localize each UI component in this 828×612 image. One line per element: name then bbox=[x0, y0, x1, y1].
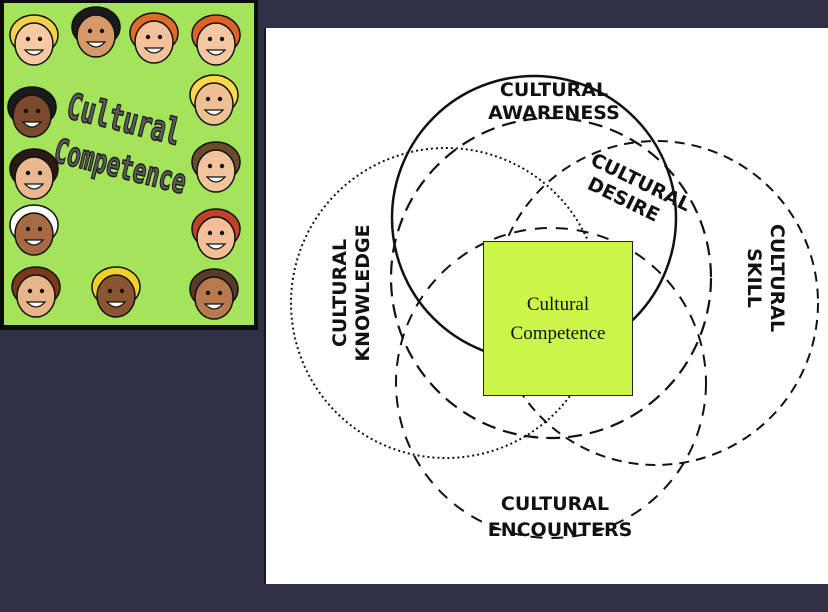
encounters-label-line1: CULTURAL bbox=[501, 493, 609, 515]
center-label-line1: Cultural bbox=[526, 293, 590, 315]
cover-image: Cultural Competence bbox=[0, 0, 258, 330]
face-icon bbox=[191, 208, 241, 260]
face-icon bbox=[11, 266, 61, 318]
face-icon bbox=[9, 204, 59, 256]
cover-panel: Cultural Competence bbox=[4, 3, 254, 325]
skill-label-line2: SKILL bbox=[743, 248, 765, 308]
encounters-circle bbox=[395, 227, 707, 539]
awareness-label-line1: CULTURAL bbox=[500, 79, 608, 101]
face-icon bbox=[7, 86, 57, 138]
desire-circle bbox=[389, 116, 713, 440]
knowledge-label-line2: KNOWLEDGE bbox=[352, 224, 374, 361]
encounters-label-line2: ENCOUNTERS bbox=[488, 519, 633, 541]
awareness-label-line2: AWARENESS bbox=[488, 102, 620, 124]
faces-group bbox=[7, 6, 241, 320]
skill-label-line1: CULTURAL bbox=[766, 224, 788, 332]
face-icon bbox=[129, 12, 179, 64]
face-icon bbox=[189, 74, 239, 126]
skill-circle bbox=[493, 140, 819, 466]
face-icon bbox=[91, 266, 141, 318]
face-icon bbox=[71, 6, 121, 58]
center-label-line2: Competence bbox=[510, 322, 606, 344]
cultural-competence-box: Cultural Competence bbox=[483, 241, 633, 396]
face-icon bbox=[189, 268, 239, 320]
venn-diagram: CULTURAL AWARENESS CULTURAL DESIRE CULTU… bbox=[264, 28, 828, 584]
knowledge-label-line1: CULTURAL bbox=[329, 239, 351, 347]
face-icon bbox=[191, 14, 241, 66]
face-icon bbox=[9, 14, 59, 66]
face-icon bbox=[9, 148, 59, 200]
face-icon bbox=[191, 141, 241, 193]
